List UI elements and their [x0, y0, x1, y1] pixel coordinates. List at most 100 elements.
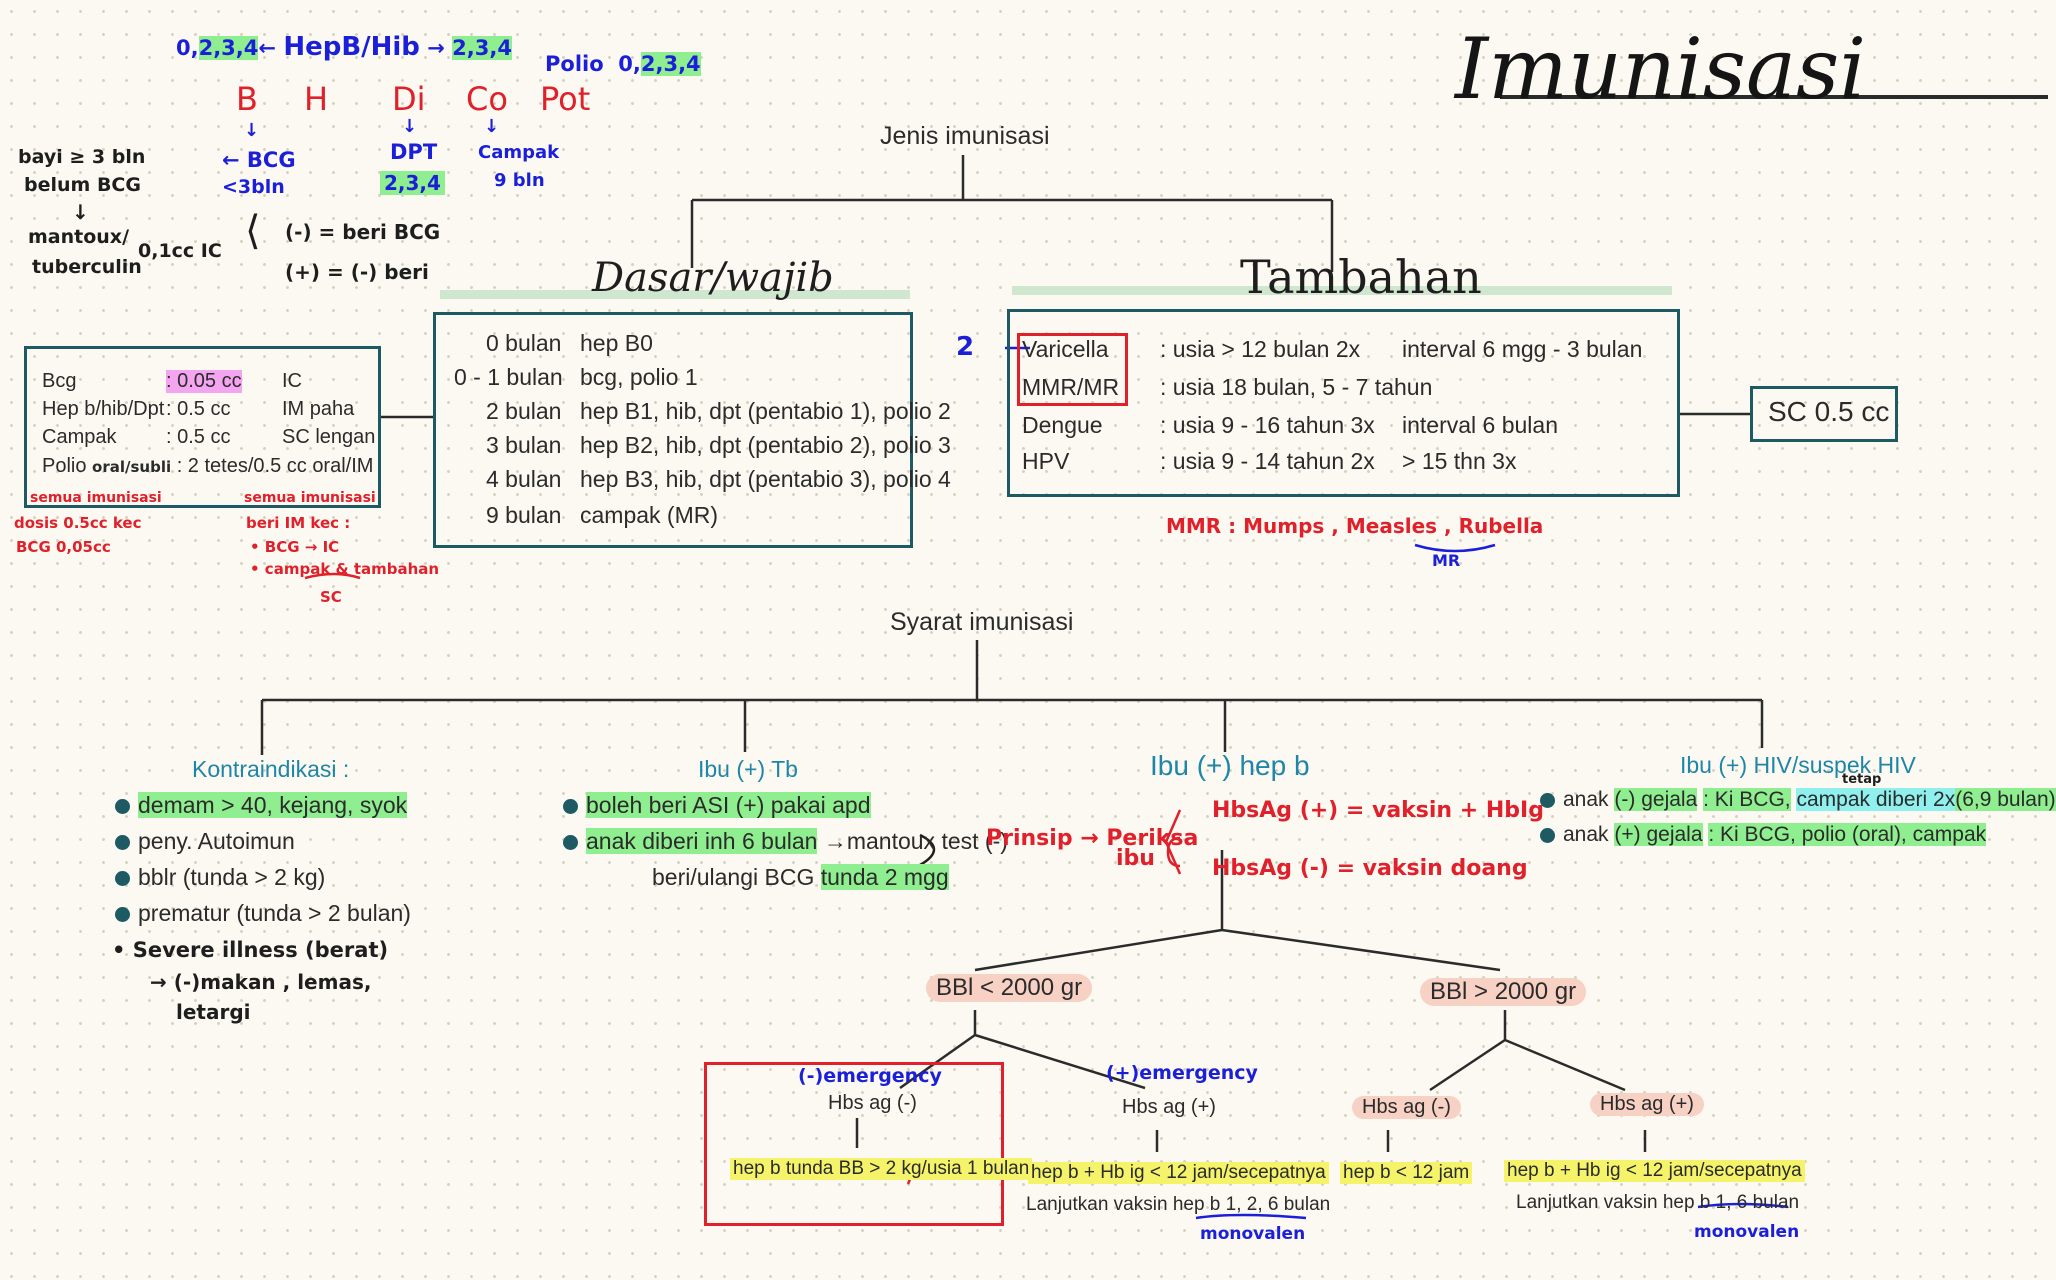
ibu-tb-item-text: boleh beri ASI (+) pakai apd: [586, 792, 871, 818]
ibu-tb-title: Ibu (+) Tb: [698, 756, 798, 782]
dose-row-campak-route: SC lengan: [282, 426, 376, 448]
bcg-label: BCG: [246, 148, 296, 172]
dasar-row-age: 4 bulan: [486, 466, 562, 492]
dose-row-bcg-amount: : 0.05 cc: [166, 370, 242, 393]
hiv-item-bulan: (6,9 bulan): [1955, 788, 2056, 811]
low-hbs-positive-node: Hbs ag (+): [1122, 1096, 1216, 1118]
tambahan-row-interval: interval 6 bulan: [1402, 412, 1558, 438]
mmr-note: MMR : Mumps , Measles , Rubella: [1166, 514, 1544, 538]
dose-row-polio: Polio oral/subli : 2 tetes/0.5 cc oral/I…: [42, 455, 373, 478]
polio-label: Polio: [545, 52, 604, 76]
hiv-item-gejala: (-) gejala: [1614, 788, 1698, 811]
dasar-table-box: [433, 312, 913, 548]
kontra-item-text: peny. Autoimun: [138, 828, 295, 854]
ibu-tb-item-text: beri/ulangi BCG: [652, 864, 815, 890]
kontra-item: peny. Autoimun: [115, 828, 295, 855]
hiv-item-anak: anak: [1563, 823, 1609, 846]
tuberculin-note: tuberculin: [32, 256, 142, 278]
hbsag-positive-rule: HbsAg (+) = vaksin + HbIg: [1212, 798, 1544, 823]
arrow-down-icon: ↓: [484, 116, 500, 137]
dasar-row-age: 0 bulan: [486, 330, 562, 356]
ibu-tb-item: beri/ulangi BCG tunda 2 mgg: [652, 864, 949, 891]
dose-row-hep-name: Hep b/hib/Dpt: [42, 398, 165, 420]
bbl-low-node: BBl < 2000 gr: [926, 974, 1093, 1002]
note-semua-imunisasi-2: semua imunisasi: [244, 490, 376, 506]
letargi-note: letargi: [176, 1000, 251, 1024]
tambahan-row-name: HPV: [1022, 448, 1070, 474]
low-negative-action: hep b tunda BB > 2 kg/usia 1 bulan: [730, 1158, 1033, 1180]
monovalen-note: monovalen: [1694, 1222, 1800, 1242]
letter-di: Di: [392, 80, 426, 118]
negative-emergency-label: (-)emergency: [798, 1065, 942, 1087]
positive-emergency-label: (+)emergency: [1106, 1062, 1258, 1084]
polio-dose: : 2 tetes/0.5 cc oral/IM: [176, 455, 374, 477]
dasar-row-vaccine: hep B3, hib, dpt (pentabio 3), polio 4: [580, 466, 951, 492]
campak-note: Campak: [478, 142, 560, 163]
high-negative-action: hep b < 12 jam: [1340, 1162, 1473, 1184]
tambahan-row-interval: interval 6 mgg - 3 bulan: [1402, 336, 1643, 362]
dpt-sub-note: 2,3,4: [380, 171, 445, 195]
bayi-note: bayi ≥ 3 bln: [18, 146, 146, 168]
letter-h: H: [304, 80, 329, 118]
note-sc: SC: [320, 588, 342, 606]
tunda-text: tunda 2 mgg: [820, 864, 949, 890]
ibu-tb-item: boleh beri ASI (+) pakai apd: [563, 792, 871, 819]
dasar-row-vaccine: campak (MR): [580, 502, 719, 528]
kontra-item-text: prematur (tunda > 2 bulan): [138, 900, 411, 926]
low-hbs-negative-node: Hbs ag (-): [828, 1092, 917, 1114]
page-title: Imunisasi: [1455, 20, 1867, 118]
ibu-tb-item-text: anak diberi inh 6 bulan: [586, 828, 818, 854]
dasar-row-age: 2 bulan: [486, 398, 562, 424]
note-semua-imunisasi-1: semua imunisasi: [30, 490, 162, 506]
campak-sub-note: 9 bln: [494, 170, 545, 191]
ibu-hiv-title: Ibu (+) HIV/suspek HIV: [1680, 752, 1916, 778]
mantoux-positive: (+) = (-) beri: [285, 260, 429, 284]
dasar-row-age: 0 - 1 bulan: [454, 364, 563, 390]
kontra-item: demam > 40, kejang, syok: [115, 792, 408, 819]
dasar-row-vaccine: bcg, polio 1: [580, 364, 698, 390]
syarat-imunisasi-label: Syarat imunisasi: [890, 608, 1074, 636]
mr-note: MR: [1432, 551, 1461, 570]
mantoux-note: mantoux/: [28, 226, 130, 248]
ibu-label: ibu: [1116, 846, 1155, 871]
tetap-note: tetap: [1842, 772, 1882, 787]
tambahan-row-interval: > 15 thn 3x: [1402, 448, 1517, 474]
dasar-row-vaccine: hep B2, hib, dpt (pentabio 2), polio 3: [580, 432, 951, 458]
prinsip-label: Prinsip → Periksa: [986, 826, 1199, 851]
monovalen-note: monovalen: [1200, 1224, 1306, 1244]
low-positive-next: Lanjutkan vaksin hep b 1, 2, 6 bulan: [1026, 1194, 1331, 1215]
letter-co: Co: [466, 80, 508, 118]
brace-icon: ⟨: [245, 208, 261, 254]
ibu-hiv-item: anak (+) gejala : Ki BCG, polio (oral), …: [1540, 823, 1987, 847]
bcg-sub-note: <3bln: [222, 176, 285, 198]
tambahan-table-box: [1007, 309, 1680, 497]
dpt-note: DPT: [390, 140, 438, 164]
hepb-schedule-a-hl: 2,3,4: [198, 36, 259, 60]
dasar-row-vaccine: hep B1, hib, dpt (pentabio 1), polio 2: [580, 398, 951, 424]
varicella-note: 2: [956, 332, 975, 362]
dose-row-bcg: Bcg: [42, 370, 76, 393]
kontra-item: prematur (tunda > 2 bulan): [115, 900, 411, 927]
note-beri-im: beri IM kec :: [246, 514, 351, 532]
kontra-item-text: bblr (tunda > 2 kg): [138, 864, 326, 890]
tambahan-row-age: : usia 18 bulan, 5 - 7 tahun: [1160, 374, 1433, 400]
dose-row-hep-amount: : 0.5 cc: [166, 398, 231, 420]
mantoux-test-text: mantoux test (-): [846, 828, 1008, 854]
hepb-schedule-note: 0,2,3,4← HepB/Hib → 2,3,4: [176, 32, 512, 62]
polio-schedule-note: Polio 0,2,3,4: [545, 52, 701, 76]
dose-row-campak-name: Campak: [42, 426, 117, 448]
arrow-down-icon: ↓: [72, 200, 89, 224]
high-positive-next: Lanjutkan vaksin hep b 1, 6 bulan: [1516, 1192, 1800, 1213]
polio-schedule-a: 0,: [618, 52, 641, 76]
kontra-item: bblr (tunda > 2 kg): [115, 864, 325, 891]
bcg-note: ← BCG: [222, 148, 296, 172]
severe-illness-note: • Severe illness (berat): [112, 938, 389, 962]
sc-dose-box: [1750, 386, 1898, 442]
belum-bcg-note: belum BCG: [24, 174, 141, 196]
bbl-high-node: BBl > 2000 gr: [1420, 978, 1587, 1006]
high-hbs-negative-node: Hbs ag (-): [1352, 1096, 1461, 1119]
hiv-item-gejala: (+) gejala: [1614, 823, 1703, 846]
tambahan-row-name: MMR/MR: [1022, 374, 1120, 400]
kontra-item-text: demam > 40, kejang, syok: [138, 792, 408, 818]
severe-illness-symptoms: → (-)makan , lemas,: [150, 970, 372, 994]
